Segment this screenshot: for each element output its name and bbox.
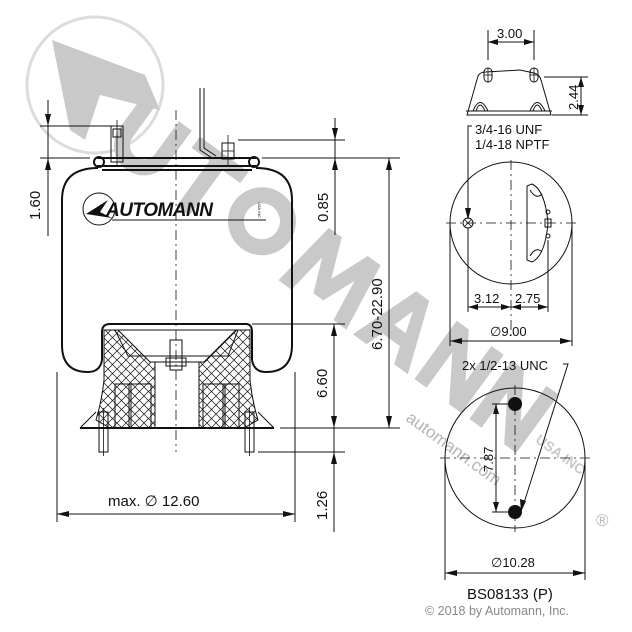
dim-piston-height: 6.60 <box>314 324 337 428</box>
logo-suffix: USA INC <box>257 202 262 218</box>
watermark-registered: ® <box>596 511 609 530</box>
dim-label-2-44: 2.44 <box>566 85 581 110</box>
thread-note-1-2-13-unc: 2x 1/2-13 UNC <box>462 358 548 373</box>
air-fitting-bracket <box>199 88 235 165</box>
dim-label-dia-10-28: ∅10.28 <box>491 555 535 570</box>
bracket-outline <box>466 69 552 116</box>
watermark: USA INC automann.com ® <box>25 15 609 530</box>
dim-label-working-range: 6.70-22.90 <box>369 278 386 350</box>
dim-label-2-75: 2.75 <box>515 291 540 306</box>
logo-text: AUTOMANN <box>105 200 214 221</box>
stud-hole-bottom-icon <box>508 505 522 519</box>
dim-label-6-60: 6.60 <box>314 369 331 398</box>
dim-label-1-26: 1.26 <box>314 491 331 520</box>
top-view: 3/4-16 UNF 1/4-18 NPTF 3.12 2.75 ∅9.00 <box>446 122 578 346</box>
dim-max-diameter: max. ∅ 12.60 <box>57 493 295 517</box>
bead-left <box>93 156 105 168</box>
thread-note-3-4-16-unf: 3/4-16 UNF <box>475 122 542 137</box>
dim-working-height: 6.70-22.90 <box>369 158 392 428</box>
dim-label-3-00: 3.00 <box>497 26 522 41</box>
copyright: © 2018 by Automann, Inc. <box>425 604 569 618</box>
thread-note-1-4-18-nptf: 1/4-18 NPTF <box>475 137 549 152</box>
top-view-bracket <box>526 183 549 263</box>
bottom-studs <box>98 408 255 456</box>
watermark-logo-circle <box>25 15 165 155</box>
bottom-view: 2x 1/2-13 UNC 7.87 ∅10.28 <box>440 358 592 580</box>
watermark-a-shape <box>52 40 160 140</box>
dim-label-1-60: 1.60 <box>27 191 44 220</box>
side-view: AUTOMANN USA INC <box>27 88 400 532</box>
bead-right <box>248 156 260 168</box>
watermark-suffix: USA INC <box>533 431 589 477</box>
dim-label-max-diameter: max. ∅ 12.60 <box>108 493 199 510</box>
dim-label-3-12: 3.12 <box>474 291 499 306</box>
bellows <box>61 167 293 374</box>
dim-label-0-85: 0.85 <box>315 193 332 222</box>
automann-logo: AUTOMANN USA INC <box>82 192 266 226</box>
stud-hole-top-icon <box>508 397 522 411</box>
dim-top-stud-height: 1.60 <box>27 100 51 236</box>
top-plate-view: 3.00 2.44 <box>466 26 588 116</box>
dim-label-dia-9-00: ∅9.00 <box>490 324 527 339</box>
dim-air-fitting-height: 0.85 <box>315 118 338 235</box>
piston <box>79 323 275 429</box>
part-number: BS08133 (P) <box>467 586 553 603</box>
top-stud <box>110 120 124 165</box>
dim-bottom-stud-length: 1.26 <box>314 428 337 532</box>
logo-arrow-icon <box>86 200 112 218</box>
dim-label-7-87: 7.87 <box>481 447 496 472</box>
extension-lines <box>40 125 400 522</box>
